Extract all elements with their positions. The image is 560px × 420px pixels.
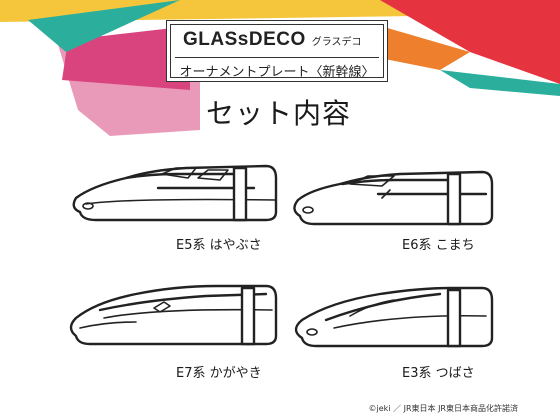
brand-row: GLASsDECO グラスデコ (183, 29, 373, 55)
header-divider (175, 57, 379, 58)
banner-pink-shape (62, 26, 190, 90)
brand-logo: GLASsDECO (183, 29, 306, 50)
e5-hayabusa-icon (66, 160, 278, 228)
brand-katakana: グラスデコ (311, 37, 362, 48)
caption-e6: E6系 こまち (402, 238, 475, 253)
banner-teal-shape (28, 0, 180, 52)
banner-red-shape (380, 0, 560, 84)
header-banner (0, 0, 560, 136)
header-card: GLASsDECO グラスデコ オーナメントプレート〈新幹線〉 (166, 20, 388, 82)
e7-kagayaki-icon (66, 278, 278, 350)
e6-komachi-icon (290, 164, 494, 230)
product-name: オーナメントプレート〈新幹線〉 (179, 65, 375, 80)
section-title: セット内容 (206, 97, 352, 130)
caption-e3: E3系 つばさ (402, 366, 475, 381)
e3-tsubasa-icon (290, 280, 494, 352)
caption-e5: E5系 はやぶさ (176, 238, 262, 253)
banner-teal-right-shape (440, 70, 560, 96)
copyright-footer: ©jeki ／ JR東日本 JR東日本商品化許諾済 (368, 404, 518, 413)
caption-e7: E7系 かがやき (176, 366, 262, 381)
